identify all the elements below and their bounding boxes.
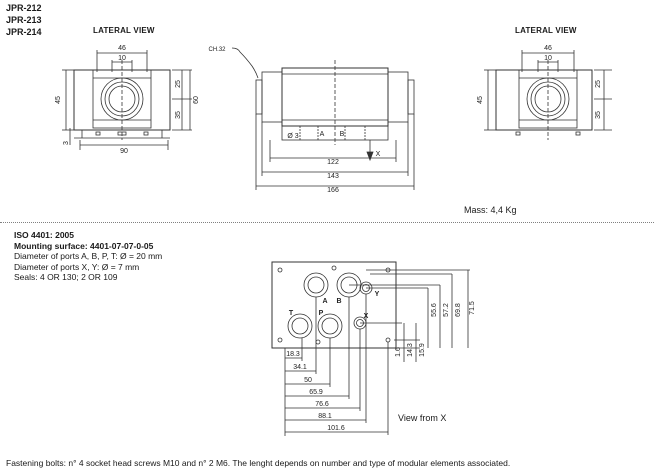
lateral-view-label-right: LATERAL VIEW <box>515 26 577 35</box>
hdim-34-1: 34.1 <box>293 364 307 371</box>
footer-note: Fastening bolts: n° 4 socket head screws… <box>6 458 511 468</box>
right-dim-25: 25 <box>595 80 602 88</box>
bottom-port-t: T <box>289 310 294 317</box>
mounting-surface-view <box>271 261 470 436</box>
right-dim-46: 46 <box>544 45 552 52</box>
right-dim-10: 10 <box>544 55 552 62</box>
left-dim-60: 60 <box>193 96 200 104</box>
bottom-port-b: B <box>336 298 341 305</box>
model-list: JPR-212 JPR-213 JPR-214 <box>6 2 42 38</box>
model-jpr-214: JPR-214 <box>6 27 42 37</box>
spec-line: Diameter of ports A, B, P, T: Ø = 20 mm <box>14 251 163 261</box>
view-from-x-caption: View from X <box>398 413 447 423</box>
iso-standard: ISO 4401: 2005 <box>14 230 75 240</box>
right-dim-45: 45 <box>477 96 484 104</box>
right-dim-35: 35 <box>595 111 602 119</box>
left-dim-10: 10 <box>118 55 126 62</box>
vdim-15-9: 15.9 <box>419 343 426 357</box>
hdim-101-6: 101.6 <box>327 425 345 432</box>
hdim-65-9: 65.9 <box>309 389 323 396</box>
left-dim-25: 25 <box>175 80 182 88</box>
port-x-label: X <box>376 151 381 158</box>
hdim-76-6: 76.6 <box>315 401 329 408</box>
center-side-view <box>231 47 415 190</box>
vdim-55-6: 55.6 <box>431 303 438 317</box>
dimension-labels: 46 10 45 25 60 35 3 90 CH.32 A B X Ø 3 1… <box>55 45 602 432</box>
bottom-port-a: A <box>322 298 327 305</box>
port-diameter: Ø 3 <box>287 133 298 140</box>
vdim-14-3: 14.3 <box>407 343 414 357</box>
left-lateral-view <box>62 50 192 150</box>
wrench-size: CH.32 <box>208 47 226 53</box>
bottom-port-y: Y <box>375 291 380 298</box>
model-jpr-213: JPR-213 <box>6 15 42 25</box>
vdim-69-8: 69.8 <box>455 303 462 317</box>
mounting-surface: Mounting surface: 4401-07-07-0-05 <box>14 240 154 251</box>
center-arrows <box>366 151 374 162</box>
bottom-port-p: P <box>319 310 324 317</box>
vdim-57-2: 57.2 <box>443 303 450 317</box>
center-dim-122: 122 <box>327 159 339 166</box>
bottom-port-x: X <box>364 313 369 320</box>
spec-line: Seals: 4 OR 130; 2 OR 109 <box>14 272 118 282</box>
left-dim-35: 35 <box>175 111 182 119</box>
hdim-18-3: 18.3 <box>286 351 300 358</box>
hdim-50: 50 <box>304 377 312 384</box>
port-b-label: B <box>340 131 345 138</box>
mass-label: Mass: 4,4 Kg <box>464 205 517 215</box>
left-dim-90: 90 <box>120 148 128 155</box>
left-dim-3: 3 <box>63 141 70 145</box>
vdim-71-5: 71.5 <box>469 301 476 315</box>
section-divider <box>0 222 654 223</box>
model-jpr-212: JPR-212 <box>6 3 42 13</box>
spec-block: ISO 4401: 2005 Mounting surface: 4401-07… <box>14 230 162 283</box>
port-a-label: A <box>320 131 325 138</box>
vdim-1-6: 1.6 <box>395 347 402 357</box>
left-dim-46: 46 <box>118 45 126 52</box>
center-dim-143: 143 <box>327 173 339 180</box>
lateral-view-label-left: LATERAL VIEW <box>93 26 155 35</box>
left-dim-45: 45 <box>55 96 62 104</box>
spec-line: Diameter of ports X, Y: Ø = 7 mm <box>14 261 140 272</box>
hdim-88-1: 88.1 <box>318 413 332 420</box>
center-dim-166: 166 <box>327 187 339 194</box>
right-lateral-view <box>484 50 612 140</box>
